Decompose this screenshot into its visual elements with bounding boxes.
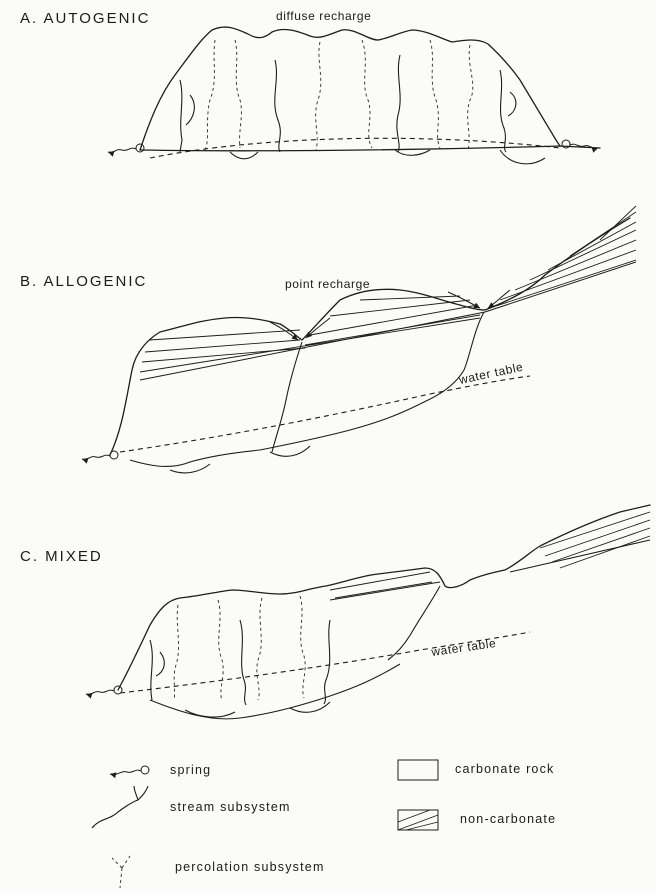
panel-a-spring-left (108, 144, 144, 152)
panel-c-annotation-water-table: water table (429, 636, 497, 659)
legend-stream-subsystem-label: stream subsystem (170, 800, 291, 814)
legend-spring-label: spring (170, 763, 211, 777)
panel-a-percolation-4 (362, 40, 372, 148)
panel-c-stream-1 (150, 640, 164, 700)
legend-stream-subsystem-icon (92, 786, 148, 828)
panel-a-percolation-5 (430, 40, 440, 148)
legend-spring-icon (110, 766, 149, 774)
panel-a-drawing: diffuse recharge (108, 9, 600, 164)
panel-b-recharge-arrow-2 (306, 318, 330, 338)
legend-percolation-subsystem-label: percolation subsystem (175, 860, 325, 874)
panel-c-outline (118, 505, 650, 690)
legend-non-carbonate-swatch (398, 810, 438, 830)
panel-b-water-table (120, 376, 530, 452)
panel-c-conduit (150, 664, 400, 719)
panel-b-drawing: point recharge water table (82, 206, 636, 473)
legend-non-carbonate-label: non-carbonate (460, 812, 556, 826)
panel-c-strata (330, 512, 650, 598)
panel-a-massif-outline (140, 27, 560, 150)
panel-c-percolation-3 (257, 598, 262, 700)
panel-a-annotation-diffuse-recharge: diffuse recharge (276, 9, 371, 23)
panel-b-annotation-point-recharge: point recharge (285, 277, 370, 291)
legend-carbonate-rock-swatch (398, 760, 438, 780)
panel-a-percolation-6 (468, 45, 473, 150)
panel-a-stream-2 (275, 60, 281, 152)
panel-b-title: B. ALLOGENIC (20, 273, 147, 290)
panel-c-stream-2 (240, 620, 246, 705)
panel-b-spring (82, 451, 118, 459)
legend-carbonate-rock-label: carbonate rock (455, 762, 554, 776)
panel-a-percolation-3 (316, 42, 321, 150)
panel-c-drawing: water table (86, 505, 650, 719)
panel-b-conduit (130, 404, 420, 473)
panel-a-stream-3 (397, 55, 400, 152)
panel-a-percolation-1 (205, 40, 215, 150)
panel-c-percolation-4 (300, 596, 305, 698)
panel-a-stream-4 (500, 70, 516, 152)
panel-a-title: A. AUTOGENIC (20, 10, 150, 27)
panel-a-percolation-2 (235, 40, 241, 148)
panel-a-conduit (230, 150, 545, 164)
panel-b-annotation-water-table: water table (457, 360, 525, 387)
panel-c-stream-3 (324, 620, 330, 704)
panel-a-ground-line (140, 146, 600, 151)
panel-c-spring (86, 686, 122, 694)
legend-percolation-subsystem-icon (112, 856, 130, 888)
panel-a-stream-1 (180, 80, 194, 152)
panel-c-title: C. MIXED (20, 548, 103, 565)
panel-b-sink-1 (272, 342, 302, 452)
panel-c-percolation-2 (218, 600, 223, 700)
